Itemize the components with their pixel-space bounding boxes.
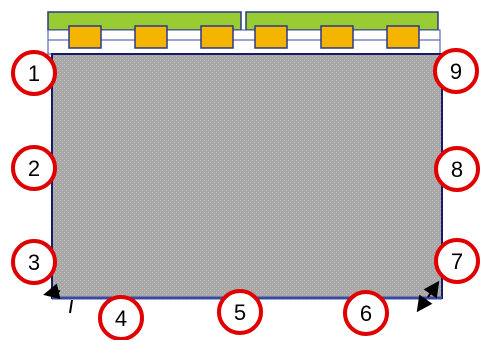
marker-label-6: 6	[360, 301, 372, 326]
marker-label-8: 8	[451, 157, 463, 182]
corner-arrow-bottom-left-a	[43, 283, 61, 300]
marker-label-2: 2	[28, 156, 40, 181]
pad-1	[68, 25, 102, 49]
marker-label-1: 1	[28, 61, 40, 86]
marker-label-7: 7	[451, 249, 463, 274]
corner-arrow-bottom-right-b	[416, 294, 433, 313]
panel	[51, 53, 443, 299]
marker-circle-7	[434, 238, 480, 284]
pad-2	[134, 25, 168, 49]
pad-5	[320, 25, 354, 49]
marker-4: 4	[98, 295, 144, 340]
marker-8: 8	[434, 146, 480, 192]
marker-label-9: 9	[450, 59, 462, 84]
marker-circle-4	[98, 295, 144, 340]
marker-2: 2	[11, 145, 57, 191]
marker-circle-2	[11, 145, 57, 191]
marker-3: 3	[11, 239, 57, 285]
marker-1: 1	[11, 50, 57, 96]
marker-circle-1	[11, 50, 57, 96]
marker-label-4: 4	[115, 306, 127, 331]
marker-circle-3	[11, 239, 57, 285]
pad-3	[200, 25, 234, 49]
marker-label-5: 5	[234, 300, 246, 325]
marker-5: 5	[217, 289, 263, 335]
marker-9: 9	[433, 48, 479, 94]
marker-circle-8	[434, 146, 480, 192]
marker-circle-9	[433, 48, 479, 94]
corner-arrow-bottom-left-b	[69, 299, 73, 314]
marker-7: 7	[434, 238, 480, 284]
marker-circle-6	[343, 290, 389, 336]
pad-4	[254, 25, 288, 49]
marker-circle-5	[217, 289, 263, 335]
marker-label-3: 3	[28, 250, 40, 275]
pad-6	[386, 25, 420, 49]
marker-6: 6	[343, 290, 389, 336]
pad-strip	[47, 29, 441, 55]
markers-layer: 1 2 3 4 5 6 7 8 9	[11, 48, 480, 340]
